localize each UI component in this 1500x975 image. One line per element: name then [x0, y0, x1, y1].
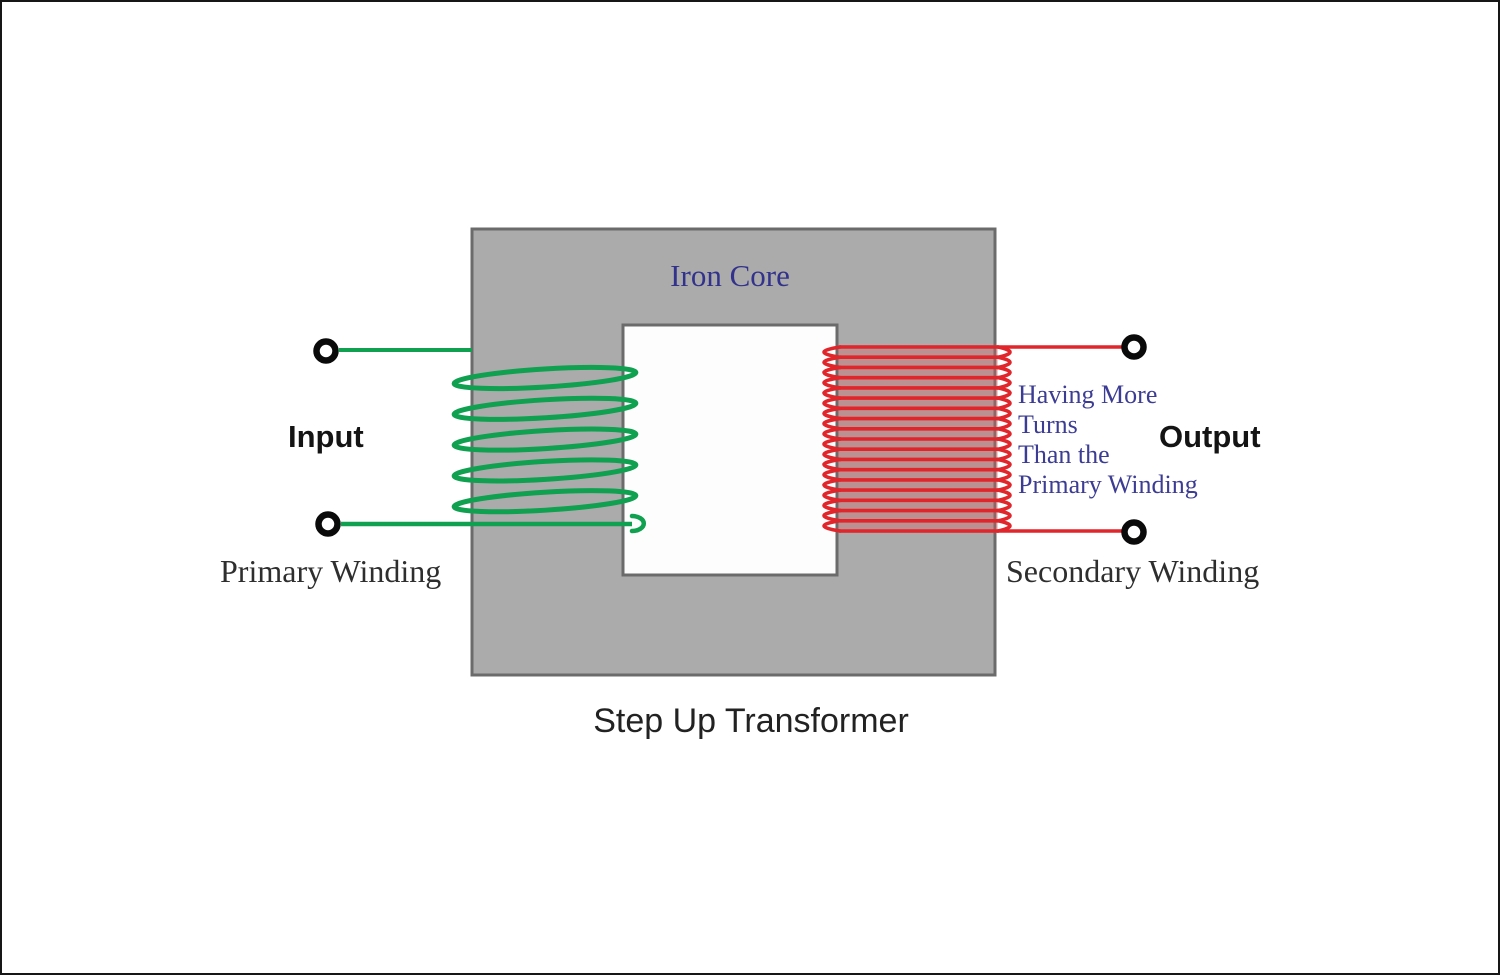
secondary-coil-right-bend: [996, 457, 1012, 472]
secondary-coil-right-bend: [996, 426, 1012, 441]
terminals: [313, 334, 1147, 545]
primary-coil-turn: [451, 488, 639, 515]
iron-core-label: Iron Core: [670, 258, 790, 293]
output-label: Output: [1159, 419, 1261, 454]
secondary-coil-right-bend: [996, 467, 1012, 482]
secondary-coil-right-bend: [996, 488, 1012, 503]
primary-coil-turn: [451, 426, 639, 453]
secondary-coil-right-bend: [996, 406, 1012, 421]
secondary-coil-right-bend: [996, 478, 1012, 492]
primary-coil-turn: [451, 395, 639, 422]
primary-coil-turn: [451, 364, 639, 392]
secondary-coil-right-bend: [996, 365, 1012, 380]
secondary-coil-right-bend: [996, 416, 1012, 431]
secondary-turns-note: Having More Turns Than the Primary Windi…: [1018, 380, 1198, 500]
input-terminal-bottom: [315, 511, 341, 537]
output-terminal-top: [1121, 334, 1147, 360]
secondary-coil-right-bend: [996, 508, 1012, 523]
secondary-coil-right-bend: [996, 396, 1012, 411]
primary-coil-turn: [451, 457, 639, 484]
diagram-title: Step Up Transformer: [593, 702, 909, 740]
secondary-coil-right-bend: [996, 447, 1012, 462]
secondary-coil-right-bend: [996, 386, 1012, 400]
secondary-coil-right-bend: [996, 437, 1012, 452]
core-window: [621, 323, 839, 577]
input-label: Input: [288, 419, 364, 454]
note-line-1: Having More: [1018, 380, 1158, 409]
primary-coil: [339, 348, 646, 534]
secondary-coil-right-bend: [996, 355, 1012, 370]
secondary-coil: [822, 345, 1122, 533]
note-line-3: Than the: [1018, 440, 1110, 469]
primary-coil-end-curl: [629, 513, 646, 534]
output-terminal-bottom: [1121, 519, 1147, 545]
secondary-coil-right-bend: [996, 498, 1012, 513]
secondary-coil-left-bend: [822, 518, 842, 533]
input-terminal-top: [313, 338, 339, 364]
note-line-4: Primary Winding: [1018, 470, 1198, 499]
secondary-coil-right-bend: [996, 375, 1012, 390]
secondary-winding-label: Secondary Winding: [1006, 553, 1260, 589]
primary-winding-label: Primary Winding: [220, 553, 442, 589]
note-line-2: Turns: [1018, 410, 1078, 439]
